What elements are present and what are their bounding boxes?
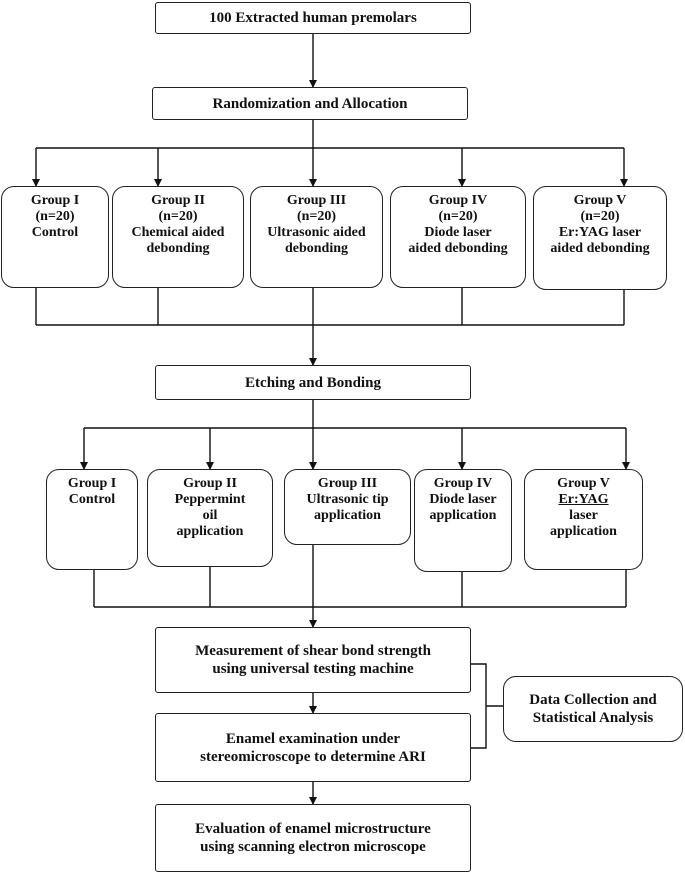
group-line: application (550, 524, 617, 539)
group-line: aided debonding (408, 241, 508, 256)
bracket-to-data-collection (470, 663, 487, 749)
group-line: Ultrasonic tip (306, 492, 389, 507)
etching-label: Etching and Bonding (245, 374, 381, 391)
group-line: Er:YAG (558, 492, 609, 507)
group-line: laser (569, 508, 598, 523)
group-line: application (314, 508, 381, 523)
etching-box: Etching and Bonding (155, 365, 471, 400)
group-title: Group II (151, 193, 205, 208)
group-title: Group III (286, 193, 347, 208)
group-title: Group V (557, 476, 610, 491)
debond-group-1-text: Group I(n=20)Control (31, 193, 79, 241)
enamel-exam-text: Enamel examination under stereomicroscop… (200, 730, 426, 765)
group-line: Chemical aided (131, 225, 225, 240)
group-line: application (176, 524, 244, 539)
group-line: aided debonding (550, 241, 650, 256)
data-collection-box: Data Collection and Statistical Analysis (503, 676, 683, 742)
group-line: (n=20) (438, 209, 478, 224)
start-label: 100 Extracted human premolars (209, 10, 417, 26)
group-line: application (429, 508, 497, 523)
group-title: Group V (573, 193, 627, 208)
group-line: Control (31, 225, 79, 240)
enamel-exam-box: Enamel examination under stereomicroscop… (155, 713, 471, 782)
group-line: Diode laser (424, 225, 492, 240)
group-line: Control (68, 492, 116, 507)
group-line: oil (202, 508, 218, 523)
group-line: debonding (146, 241, 210, 256)
group-title: Group I (67, 476, 117, 491)
group-line: Er:YAG laser (558, 225, 642, 240)
group-title: Group IV (433, 476, 493, 491)
group-line: (n=20) (296, 209, 337, 224)
evaluation-text: Evaluation of enamel microstructure usin… (195, 821, 431, 855)
shear-bond-text: Measurement of shear bond strength using… (195, 643, 431, 677)
group-title: Group IV (428, 193, 488, 208)
group-line: (n=20) (158, 209, 198, 224)
debond-group-1: Group I(n=20)Control (1, 186, 109, 288)
group-line: (n=20) (580, 209, 620, 224)
group-line: Diode laser (429, 492, 497, 507)
group-line: Peppermint (174, 492, 246, 507)
group-line: (n=20) (35, 209, 75, 224)
start-box: 100 Extracted human premolars (155, 2, 471, 34)
evaluation-box: Evaluation of enamel microstructure usin… (155, 804, 471, 872)
data-collection-text: Data Collection and Statistical Analysis (529, 692, 657, 726)
group-line: Ultrasonic aided (267, 225, 366, 240)
randomization-box: Randomization and Allocation (152, 87, 468, 120)
group-title: Group I (30, 193, 80, 208)
group-title: Group II (183, 476, 237, 491)
shear-bond-box: Measurement of shear bond strength using… (155, 627, 471, 693)
group-line: debonding (284, 241, 349, 256)
group-title: Group III (317, 476, 378, 491)
randomization-label: Randomization and Allocation (212, 95, 408, 112)
